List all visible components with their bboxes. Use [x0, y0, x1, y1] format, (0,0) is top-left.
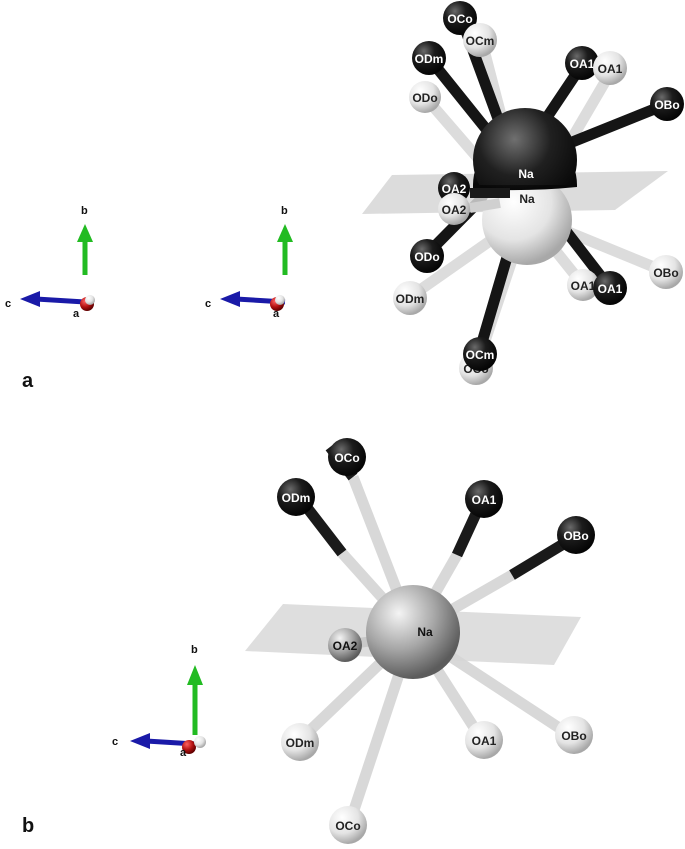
- c-axis-label: c: [112, 736, 118, 748]
- atom-label-ODm: ODm: [286, 736, 315, 750]
- panel-label-a: a: [22, 370, 33, 393]
- c-axis-arrowhead: [20, 291, 40, 307]
- atom-label-OCm: OCm: [466, 348, 495, 362]
- b-axis-label: b: [81, 205, 88, 217]
- a-axis-label: a: [273, 308, 280, 320]
- c-axis-label: c: [205, 298, 211, 310]
- atom-label-ODm: ODm: [282, 491, 311, 505]
- axis-triad-b: b c a: [112, 644, 206, 759]
- b-axis-label: b: [191, 644, 198, 656]
- atom-label-OA1: OA1: [598, 62, 623, 76]
- axis-triad-a1: b c a: [5, 205, 95, 320]
- atom-label-OA1: OA1: [472, 493, 497, 507]
- atom-label-OCo: OCo: [334, 451, 359, 465]
- c-axis-label: c: [5, 298, 11, 310]
- c-axis-arrowhead: [130, 733, 150, 749]
- atom-label-OBo: OBo: [563, 529, 588, 543]
- b-axis-arrowhead: [77, 224, 93, 242]
- b-axis-arrowhead: [187, 665, 203, 685]
- atom-label-OA1: OA1: [598, 282, 623, 296]
- atom-label-OCo: OCo: [447, 12, 472, 26]
- atom-label-OBo: OBo: [654, 98, 679, 112]
- c-axis-arrow: [36, 299, 85, 302]
- atom-label-OBo: OBo: [561, 729, 586, 743]
- atom-label-OA1: OA1: [472, 734, 497, 748]
- atom-label-Na: Na: [417, 625, 433, 639]
- atom-label-ODm: ODm: [396, 292, 425, 306]
- origin-ball: [194, 736, 206, 748]
- atom-label-ODo: ODo: [414, 250, 439, 264]
- a-axis-label: a: [73, 308, 80, 320]
- c-axis-arrowhead: [220, 291, 240, 307]
- atom-Na: [366, 585, 460, 679]
- structure-a: ODm ODo OCo OCm OA1 OA1 OBo Na Na OA2 OA…: [362, 1, 684, 385]
- atom-label-OBo: OBo: [653, 266, 678, 280]
- atom-label-OCm: OCm: [466, 34, 495, 48]
- atom-label-ODo: ODo: [412, 91, 437, 105]
- atom-label-OCo: OCo: [335, 819, 360, 833]
- origin-ball: [85, 295, 95, 305]
- atom-label-ODm: ODm: [415, 52, 444, 66]
- a-axis-label: a: [180, 747, 187, 759]
- atom-label-OA1: OA1: [570, 57, 595, 71]
- b-axis-label: b: [281, 205, 288, 217]
- origin-ball: [275, 295, 285, 305]
- atom-label-Na: Na: [518, 167, 534, 181]
- axis-triad-a2: b c a: [205, 205, 293, 320]
- atom-label-OA1: OA1: [571, 279, 596, 293]
- atom-label-OA2: OA2: [333, 639, 358, 653]
- structure-b: OCo ODm OA1 OBo OA2 Na ODm OA1 OBo OCo: [245, 438, 595, 844]
- atom-label-OA2: OA2: [442, 203, 467, 217]
- panel-label-b: b: [22, 815, 34, 838]
- b-axis-arrowhead: [277, 224, 293, 242]
- atom-label-Na: Na: [519, 192, 535, 206]
